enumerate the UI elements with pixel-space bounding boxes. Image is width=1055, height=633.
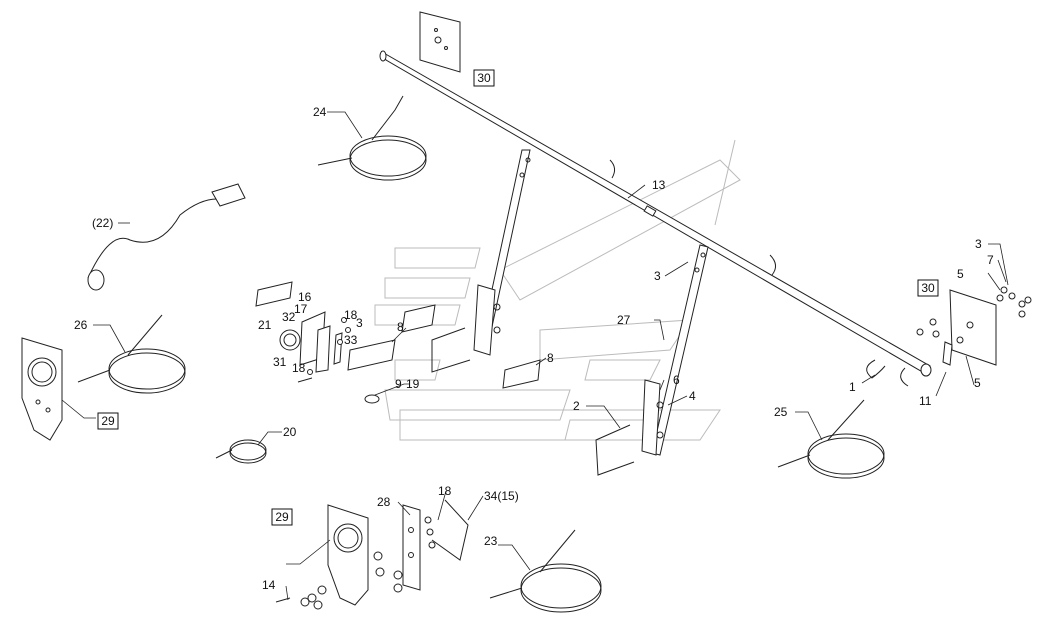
boxed-callout-29-left: 29 bbox=[97, 412, 119, 430]
callout-19: 19 bbox=[406, 377, 420, 391]
right-mounting-plate bbox=[916, 286, 1032, 366]
tail-lamp-bottom bbox=[275, 504, 385, 610]
callout-13: 13 bbox=[652, 178, 666, 192]
callout-17: 17 bbox=[294, 302, 308, 316]
boxed-callout-29-bottom: 29 bbox=[271, 508, 293, 526]
callout-28: 28 bbox=[377, 495, 391, 509]
callout-30-top: 30 bbox=[477, 71, 491, 85]
callout-3-c: 3 bbox=[975, 237, 982, 251]
callout-3-b: 3 bbox=[654, 269, 661, 283]
support-bracket-right bbox=[641, 244, 709, 456]
callout-3-a: 3 bbox=[356, 316, 363, 330]
lamp-assembly bbox=[255, 281, 541, 404]
callout-23: 23 bbox=[484, 534, 498, 548]
lamp-bracket bbox=[393, 504, 436, 593]
callout-25: 25 bbox=[774, 405, 788, 419]
callout-22: (22) bbox=[92, 216, 113, 230]
callout-11: 11 bbox=[919, 394, 932, 408]
cable-coils bbox=[77, 95, 885, 613]
tail-lamp-left bbox=[21, 337, 63, 441]
leader-lines bbox=[61, 111, 1009, 601]
callout-29-left: 29 bbox=[101, 414, 115, 428]
mounting-plate bbox=[419, 11, 461, 73]
callout-16: 16 bbox=[298, 290, 312, 304]
callout-6: 6 bbox=[673, 373, 680, 387]
callout-32: 32 bbox=[282, 310, 296, 324]
callout-18-b: 18 bbox=[292, 361, 306, 375]
callout-26: 26 bbox=[74, 318, 88, 332]
callout-9: 9 bbox=[395, 377, 402, 391]
callout-5-a: 5 bbox=[957, 267, 964, 281]
callout-8-b: 8 bbox=[547, 351, 554, 365]
callout-18-c: 18 bbox=[438, 484, 452, 498]
callout-31: 31 bbox=[273, 355, 287, 369]
callout-24: 24 bbox=[313, 105, 327, 119]
callout-5-b: 5 bbox=[974, 376, 981, 390]
callout-27: 27 bbox=[617, 313, 631, 327]
callout-34: 34(15) bbox=[484, 489, 519, 503]
callout-29-bottom: 29 bbox=[275, 510, 289, 524]
callout-8-a: 8 bbox=[397, 320, 404, 334]
callout-14: 14 bbox=[262, 578, 276, 592]
callout-21: 21 bbox=[258, 318, 272, 332]
callout-30-right: 30 bbox=[921, 281, 935, 295]
callout-33: 33 bbox=[344, 333, 358, 347]
callout-labels: 24 (22) 26 20 16 17 32 21 18 3 33 31 18 … bbox=[74, 105, 994, 592]
callout-18-a: 18 bbox=[344, 308, 358, 322]
support-bracket-left bbox=[473, 149, 531, 356]
callout-20: 20 bbox=[283, 425, 297, 439]
callout-4: 4 bbox=[689, 389, 696, 403]
callout-2: 2 bbox=[573, 399, 580, 413]
boom-tube bbox=[379, 50, 932, 377]
boxed-callout-30-right: 30 bbox=[917, 279, 939, 297]
background-outline bbox=[374, 139, 741, 441]
u-bolts bbox=[431, 159, 909, 561]
callout-7: 7 bbox=[987, 253, 994, 267]
boxed-callout-30-top: 30 bbox=[473, 69, 495, 87]
callout-1: 1 bbox=[849, 380, 856, 394]
